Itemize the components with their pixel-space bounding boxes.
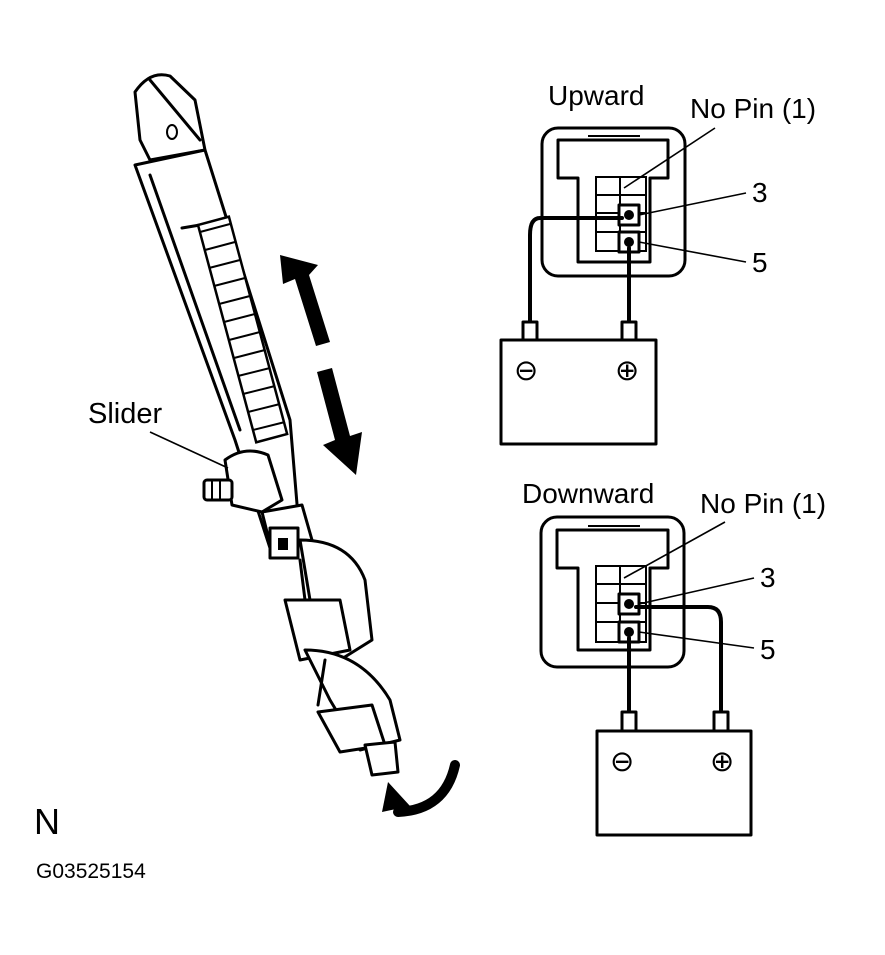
- double-arrow-up-down-icon: [280, 255, 362, 475]
- curved-arrow-icon: [382, 760, 460, 817]
- upward-connector-icon: [540, 126, 687, 278]
- downward-pin-3-label: 3: [760, 562, 776, 593]
- downward-connector-icon: [539, 515, 686, 669]
- upward-negative-terminal: ⊖: [514, 355, 538, 387]
- upward-title: Upward: [548, 80, 644, 111]
- screw-threads: [199, 223, 286, 431]
- downward-pin-5-label: 5: [760, 634, 776, 665]
- upward-battery-icon: ⊖ ⊕: [499, 320, 658, 446]
- downward-negative-terminal: ⊖: [610, 746, 634, 778]
- upward-positive-terminal: ⊕: [615, 355, 639, 387]
- downward-no-pin-label: No Pin (1): [700, 488, 826, 519]
- downward-panel: Downward No Pin (1) 3 5: [522, 478, 826, 837]
- adjuster-assembly-illustration: [133, 73, 402, 777]
- downward-positive-terminal: ⊕: [710, 746, 734, 778]
- downward-battery-icon: ⊖ ⊕: [595, 710, 753, 837]
- corner-letter: N: [34, 801, 60, 842]
- upward-panel: Upward No Pin (1) 3 5 ⊖: [499, 80, 816, 446]
- upward-pin-5-label: 5: [752, 247, 768, 278]
- upward-no-pin-label: No Pin (1): [690, 93, 816, 124]
- downward-title: Downward: [522, 478, 654, 509]
- downward-wire-positive: [634, 605, 723, 720]
- slider-label: Slider: [88, 398, 162, 430]
- upward-wire-negative: [528, 216, 624, 332]
- slider-leader-line: [149, 431, 229, 469]
- upward-pin-3-label: 3: [752, 177, 768, 208]
- figure-code: G03525154: [36, 860, 146, 883]
